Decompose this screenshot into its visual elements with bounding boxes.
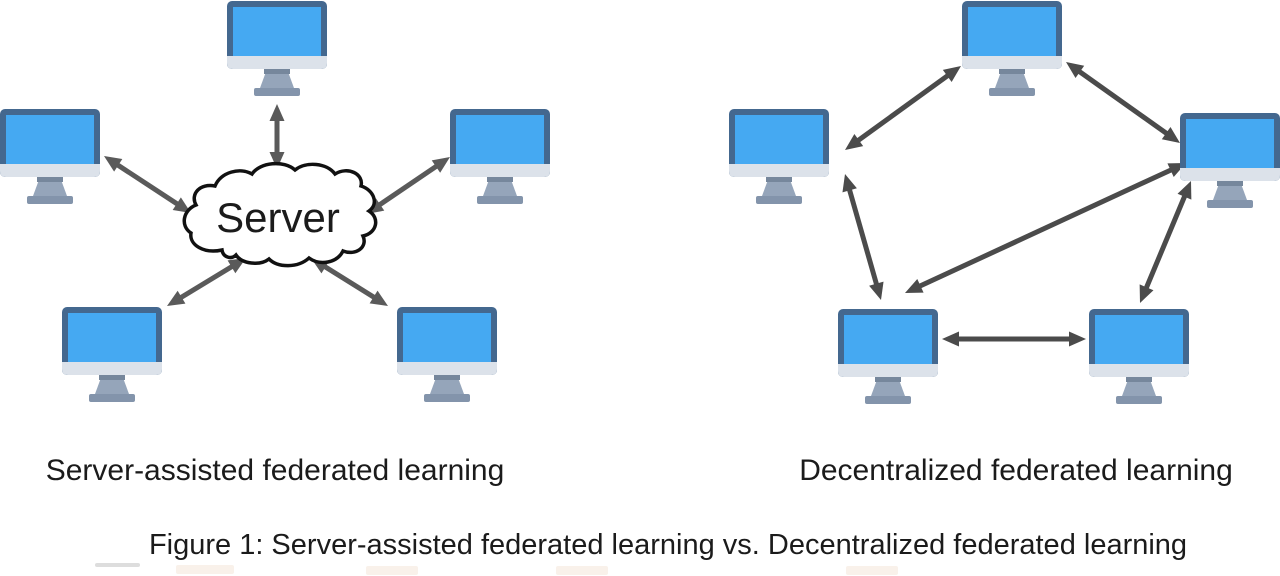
computer-icon xyxy=(450,109,550,204)
arrowhead xyxy=(269,152,285,169)
computer-icon xyxy=(1089,309,1189,404)
bidirectional-arrow xyxy=(311,258,388,306)
bidirectional-arrow xyxy=(845,66,961,150)
arrowhead xyxy=(1139,284,1154,303)
bidirectional-arrow xyxy=(269,104,285,169)
computer-icon xyxy=(397,307,497,402)
bidirectional-arrow xyxy=(1066,62,1180,143)
computer-icon xyxy=(838,309,938,404)
bidirectional-arrow xyxy=(905,163,1186,293)
arrowhead xyxy=(104,156,123,172)
decentralized-arrows-layer xyxy=(842,62,1192,347)
arrow-shaft xyxy=(375,162,441,209)
server-cloud xyxy=(182,161,378,268)
decentralized-nodes-layer xyxy=(729,1,1280,404)
arrowhead xyxy=(1177,181,1192,200)
computer-icon xyxy=(962,1,1062,96)
cropped-text-artifact xyxy=(95,563,140,567)
arrow-shaft xyxy=(854,71,952,145)
bidirectional-arrow xyxy=(1139,181,1192,303)
computer-icon xyxy=(0,109,100,204)
bidirectional-arrow xyxy=(104,156,191,213)
arrow-shaft xyxy=(176,262,237,302)
arrow-shaft xyxy=(915,166,1176,290)
computer-icon xyxy=(729,109,829,204)
figure-caption: Figure 1: Server-assisted federated lear… xyxy=(148,529,1188,561)
computer-icon xyxy=(1180,113,1280,208)
arrowhead xyxy=(942,66,961,83)
arrowhead xyxy=(431,157,450,173)
arrowhead xyxy=(942,331,959,347)
bidirectional-arrow xyxy=(842,174,884,300)
arrowhead xyxy=(905,279,924,293)
bidirectional-arrow xyxy=(366,157,450,214)
cropped-text-artifact xyxy=(556,566,608,575)
cropped-text-artifact xyxy=(176,565,234,574)
bidirectional-arrow xyxy=(167,258,246,306)
arrow-shaft xyxy=(846,185,880,289)
federated-learning-diagrams: Server xyxy=(0,1,1280,404)
arrowhead xyxy=(1066,62,1085,78)
arrowhead xyxy=(167,290,186,306)
right-caption: Decentralized federated learning xyxy=(799,454,1233,487)
arrowhead xyxy=(845,133,864,150)
computer-icon xyxy=(227,1,327,96)
arrowhead xyxy=(869,281,884,300)
left-caption: Server-assisted federated learning xyxy=(45,454,505,487)
arrowhead xyxy=(369,290,388,306)
server-assisted-arrows-layer xyxy=(104,104,450,306)
arrowhead xyxy=(269,104,285,121)
bidirectional-arrow xyxy=(942,331,1086,347)
server-label: Server xyxy=(216,194,340,241)
computer-icon xyxy=(62,307,162,402)
arrowhead xyxy=(1161,127,1180,143)
arrowhead xyxy=(1069,331,1086,347)
arrow-shaft xyxy=(320,262,379,302)
cropped-text-artifact xyxy=(846,566,898,575)
arrow-shaft xyxy=(1142,192,1189,292)
arrow-shaft xyxy=(1075,67,1171,138)
cropped-text-artifact xyxy=(366,566,418,575)
arrow-shaft xyxy=(113,161,182,208)
arrowhead xyxy=(842,174,857,193)
arrowhead xyxy=(172,197,191,213)
